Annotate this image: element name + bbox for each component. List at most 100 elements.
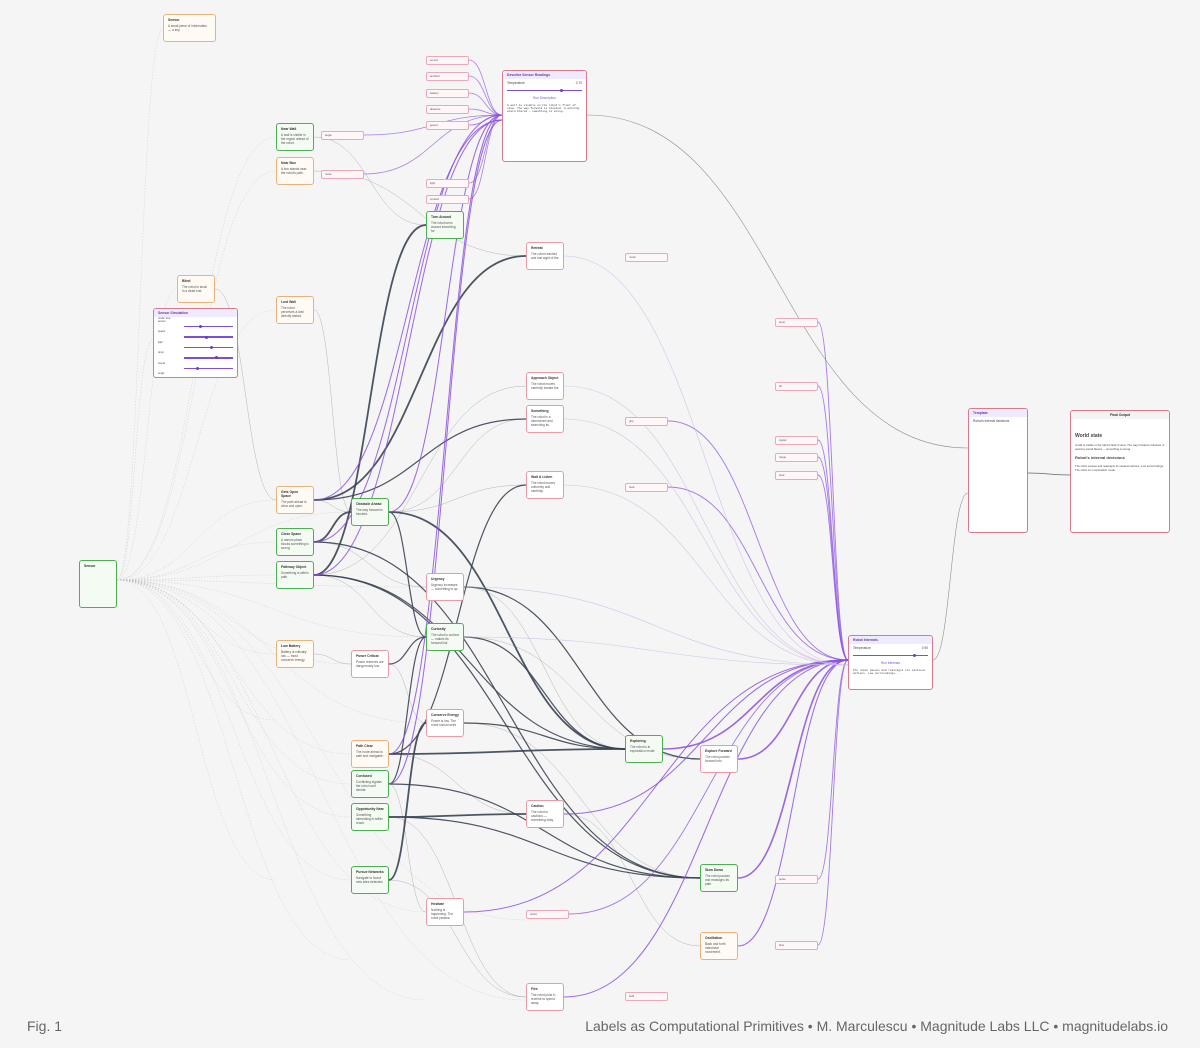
slider[interactable] (184, 366, 233, 370)
slider[interactable] (184, 356, 233, 360)
label-chip[interactable]: grip (625, 417, 668, 426)
slider-knob[interactable] (913, 654, 916, 658)
slider-knob[interactable] (559, 89, 563, 93)
slider-knob[interactable] (199, 325, 203, 329)
label-chip[interactable]: pulse (775, 875, 818, 884)
edge (388, 879, 527, 998)
slider-knob[interactable] (204, 335, 208, 339)
temperature-slider[interactable] (853, 654, 928, 658)
slider-knob[interactable] (202, 377, 205, 378)
edge (116, 574, 277, 581)
label-chip[interactable]: noise (321, 170, 364, 179)
node-n36[interactable]: Sensor (79, 560, 117, 608)
label-chip[interactable]: motor (625, 253, 668, 262)
label-chip[interactable]: tilt (775, 382, 818, 391)
label-chip[interactable]: battery (426, 89, 469, 98)
slider[interactable] (184, 345, 233, 349)
label-chip[interactable]: sensor (426, 56, 469, 65)
label-chip[interactable]: angle (321, 131, 364, 140)
panel-title: Sensor Simulation (154, 309, 237, 317)
label-chip[interactable]: field (625, 992, 668, 1001)
edge (313, 385, 527, 576)
edge (468, 59, 503, 116)
edge (388, 783, 701, 879)
label-chip[interactable]: signal (775, 436, 818, 445)
edge (468, 92, 503, 116)
edge (388, 783, 427, 913)
edge (116, 579, 427, 724)
temperature-slider[interactable] (507, 89, 582, 93)
node-title: Explore Forward (705, 749, 732, 753)
label-chip[interactable]: distance (426, 105, 469, 114)
node-title: Slow Down (705, 868, 724, 872)
edge (586, 114, 969, 449)
slider-knob[interactable] (196, 366, 200, 370)
label-chip[interactable]: orient (526, 910, 569, 919)
label-chip[interactable]: light (426, 179, 469, 188)
label-chip[interactable]: flow (775, 941, 818, 950)
internals-text: The robot pauses and reassigns its cauti… (853, 669, 926, 676)
node-body: The robot pushes forward into (705, 755, 730, 763)
figure-label: Fig. 1 (27, 1018, 63, 1034)
panel-title: Template (969, 409, 1027, 417)
slider[interactable] (184, 335, 233, 339)
slider-knob[interactable] (215, 356, 219, 360)
label-chip[interactable]: speed (426, 121, 469, 130)
run-button[interactable]: Run Internals (881, 661, 900, 666)
edge (116, 579, 277, 881)
node-body: Power reserves are dangerously low. (356, 660, 384, 668)
field-value: 0.90 (921, 646, 928, 650)
edge (388, 722, 427, 881)
label-chip[interactable]: contact (426, 195, 469, 204)
label-chip[interactable]: heat (625, 483, 668, 492)
label-chip[interactable]: range (775, 453, 818, 462)
node-title: Pursue Networks (356, 870, 384, 874)
slider[interactable] (184, 325, 233, 329)
node-title: Blind (182, 279, 191, 283)
edge (388, 418, 527, 513)
label-chip[interactable]: ambient (426, 72, 469, 81)
run-button[interactable]: Run Description (533, 96, 556, 101)
slider-knob[interactable] (209, 345, 213, 349)
label-chip[interactable]: temp (775, 318, 818, 327)
label-chip[interactable]: load (775, 471, 818, 480)
